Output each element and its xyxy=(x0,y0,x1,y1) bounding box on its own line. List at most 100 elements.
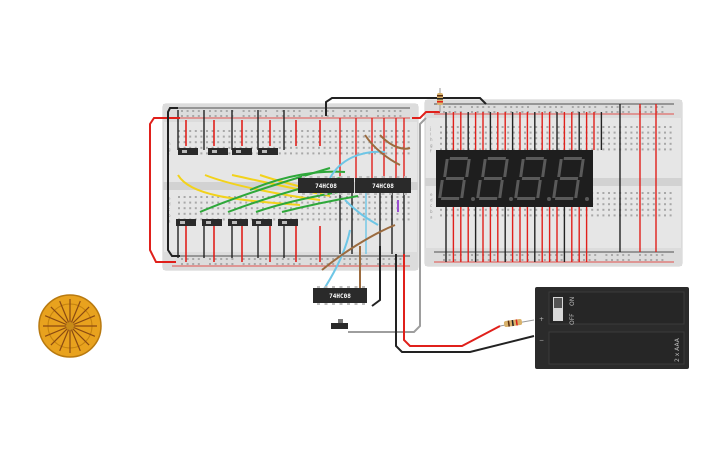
rail-hole xyxy=(555,111,557,113)
hole xyxy=(440,148,442,151)
slide-switch-knob[interactable] xyxy=(212,150,217,153)
slide-switch-knob[interactable] xyxy=(232,221,237,224)
hole xyxy=(323,212,326,215)
rail-hole xyxy=(186,115,189,117)
rail-hole xyxy=(259,258,262,260)
hole xyxy=(636,192,638,194)
hole xyxy=(295,152,298,155)
rail-hole xyxy=(298,258,301,260)
rail-hole xyxy=(209,263,211,265)
chip-pin xyxy=(389,193,392,195)
slide-switch[interactable] xyxy=(178,148,198,155)
hole xyxy=(245,212,248,215)
rail-hole xyxy=(577,106,580,108)
rail-hole xyxy=(622,106,625,108)
hole xyxy=(608,131,610,134)
hole xyxy=(669,208,672,211)
hole xyxy=(211,141,214,144)
hole xyxy=(490,214,493,217)
display-segment xyxy=(541,159,547,177)
hole xyxy=(334,218,337,221)
hole xyxy=(602,131,605,134)
rail-hole xyxy=(343,258,346,260)
hole xyxy=(340,212,343,215)
rail-hole xyxy=(349,110,351,112)
hole xyxy=(362,218,365,221)
potentiometer-spoke xyxy=(69,325,90,346)
display-segment xyxy=(525,157,544,160)
slide-switch-knob[interactable] xyxy=(236,150,241,153)
hole xyxy=(267,135,270,138)
hole xyxy=(512,137,515,140)
rail-hole xyxy=(349,115,351,117)
chip-pin xyxy=(366,176,370,178)
slide-switch-knob[interactable] xyxy=(282,221,287,224)
potentiometer[interactable] xyxy=(38,294,102,358)
rail-hole xyxy=(197,258,200,260)
hole xyxy=(402,152,404,155)
hole xyxy=(456,208,459,211)
slide-switch[interactable] xyxy=(258,148,278,155)
rail-hole xyxy=(639,254,641,256)
hole xyxy=(362,130,365,132)
slide-switch[interactable] xyxy=(232,148,252,155)
hole xyxy=(580,137,582,140)
hole xyxy=(402,130,404,132)
rail-hole xyxy=(326,263,329,265)
rail-hole xyxy=(388,110,391,112)
rail-hole xyxy=(515,106,518,108)
slide-switch[interactable] xyxy=(202,219,222,226)
rail-hole xyxy=(543,259,546,261)
slide-switch-knob[interactable] xyxy=(206,221,211,224)
row-letter: d xyxy=(430,198,433,203)
row-letter: b xyxy=(430,209,433,214)
hole xyxy=(647,203,650,206)
slide-switch[interactable] xyxy=(278,219,298,226)
rail-hole xyxy=(493,111,496,113)
chip-pin xyxy=(404,176,407,178)
rail-hole xyxy=(225,110,228,112)
hole xyxy=(613,203,616,206)
row-letter: i xyxy=(430,132,431,137)
hole xyxy=(456,137,459,140)
hole xyxy=(647,137,650,140)
hole xyxy=(664,203,666,206)
display-segment xyxy=(574,180,580,198)
hole xyxy=(552,131,554,134)
hole xyxy=(608,214,610,217)
wire-gray xyxy=(348,117,427,333)
hole xyxy=(368,152,371,155)
rail-hole xyxy=(343,115,346,117)
slide-switch[interactable] xyxy=(176,219,196,226)
power-switch[interactable] xyxy=(553,297,563,321)
wire-green-4 xyxy=(281,195,359,213)
hole xyxy=(664,192,666,194)
hole xyxy=(217,141,220,144)
slide-switch-knob[interactable] xyxy=(180,221,185,224)
hole xyxy=(262,130,264,132)
slide-switch-knob[interactable] xyxy=(262,150,267,153)
chip-pin xyxy=(354,286,358,288)
slide-switch[interactable] xyxy=(252,219,272,226)
hole xyxy=(580,214,582,217)
hole xyxy=(222,207,225,210)
slide-switch-knob[interactable] xyxy=(256,221,261,224)
hole xyxy=(456,131,459,134)
hole xyxy=(194,130,197,132)
hole xyxy=(178,146,180,149)
hole xyxy=(368,146,371,149)
slide-switch[interactable] xyxy=(228,219,248,226)
slide-switch[interactable] xyxy=(208,148,228,155)
hole xyxy=(351,152,354,155)
hole xyxy=(484,137,487,140)
hole xyxy=(535,214,538,217)
rail-hole xyxy=(476,254,479,256)
rail-hole xyxy=(225,263,228,265)
display-segment xyxy=(552,180,558,198)
slide-switch-knob[interactable] xyxy=(182,150,187,153)
hole xyxy=(608,192,610,194)
chip-pin xyxy=(396,193,400,195)
hole xyxy=(374,135,376,138)
hole xyxy=(568,148,571,151)
chip-pin xyxy=(366,193,370,195)
